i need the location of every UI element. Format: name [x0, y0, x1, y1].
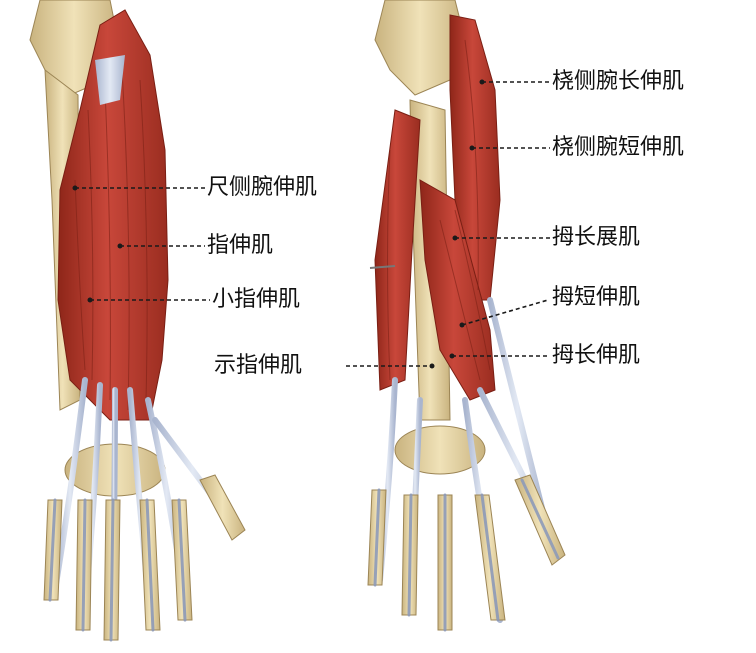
label-extensor-digitorum: 指伸肌	[207, 233, 274, 258]
label-extensor-carpi-radialis-longus: 桡侧腕长伸肌	[552, 69, 685, 94]
right-forearm	[367, 0, 566, 632]
leader-dots	[72, 79, 485, 369]
label-extensor-carpi-radialis-brevis: 桡侧腕短伸肌	[552, 135, 685, 160]
label-extensor-indicis: 示指伸肌	[214, 353, 303, 378]
leader-epb	[461, 299, 549, 326]
leader-lines	[75, 81, 550, 367]
label-extensor-carpi-ulnaris: 尺侧腕伸肌	[207, 175, 318, 200]
label-extensor-pollicis-longus: 拇长伸肌	[552, 343, 641, 368]
label-extensor-digiti-minimi: 小指伸肌	[212, 287, 301, 312]
left-forearm	[29, 0, 246, 642]
right-humerus-bone	[374, 0, 466, 96]
right-ulnar-muscle	[374, 109, 421, 391]
label-abductor-pollicis-longus: 拇长展肌	[552, 225, 641, 250]
label-extensor-pollicis-brevis: 拇短伸肌	[552, 285, 641, 310]
